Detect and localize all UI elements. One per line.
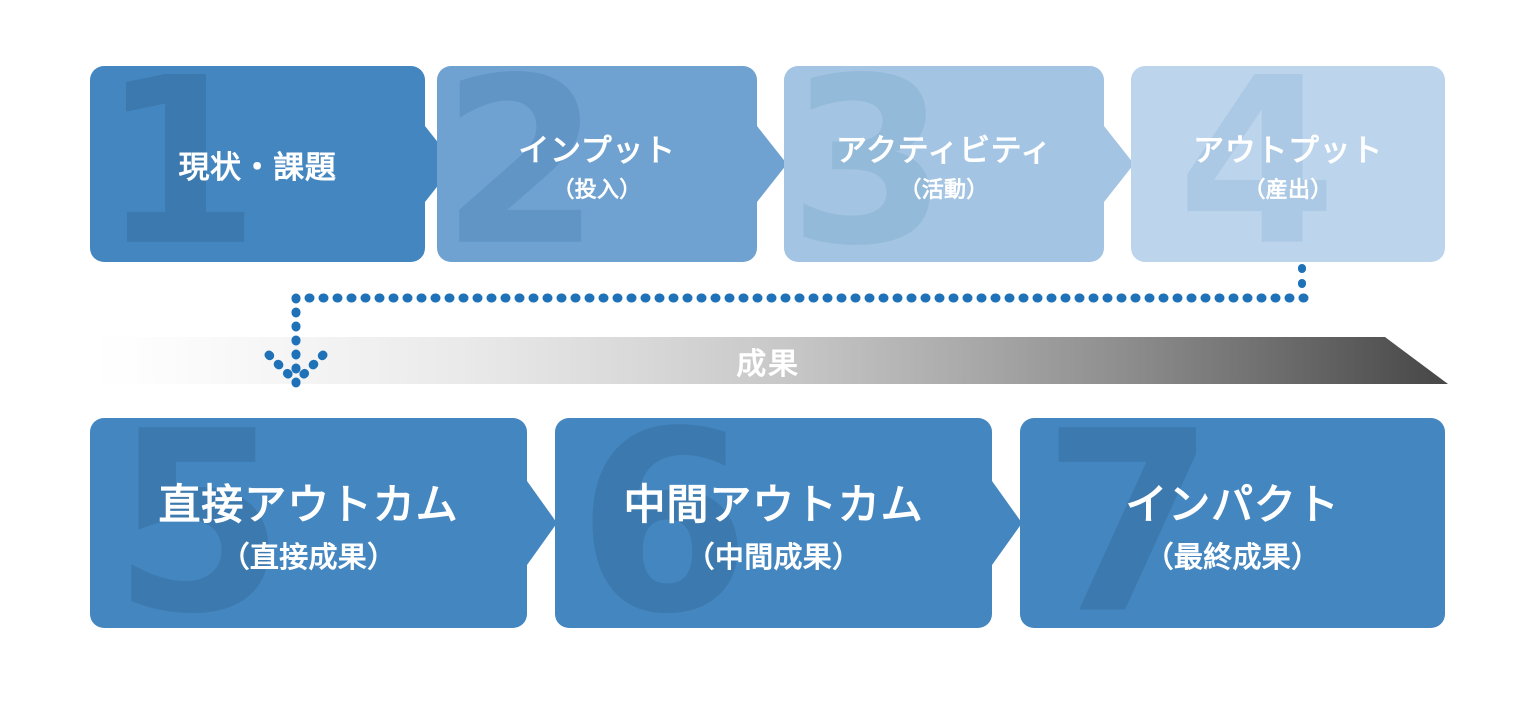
step-box-2-background <box>437 66 757 262</box>
step-box-3-title: アクティビティ <box>835 132 1053 169</box>
step-box-2-title: インプット <box>518 132 676 169</box>
step-box-2[interactable]: 2 インプット （投入） <box>437 48 787 278</box>
step-box-4-subtitle: （産出） <box>1243 177 1333 203</box>
step-box-7-title: インパクト <box>1125 479 1340 529</box>
step-box-5-arrow-tab <box>527 481 557 565</box>
step-box-4[interactable]: 4 アウトプット （産出） <box>1131 48 1445 278</box>
step-box-3[interactable]: 3 アクティビティ （活動） <box>784 48 1134 278</box>
step-box-4-background <box>1131 66 1445 262</box>
step-box-1-title: 現状・課題 <box>178 149 337 186</box>
step-box-5-background <box>90 418 527 628</box>
step-box-2-subtitle: （投入） <box>552 177 642 203</box>
step-box-6-title: 中間アウトカム <box>623 479 924 529</box>
step-box-6-background <box>555 418 992 628</box>
step-box-2-arrow-tab <box>757 126 787 202</box>
step-box-3-background <box>784 66 1104 262</box>
step-box-3-arrow-tab <box>1104 126 1134 202</box>
step-box-5[interactable]: 5 直接アウトカム （直接成果） <box>90 398 557 648</box>
step-box-6-subtitle: （中間成果） <box>685 539 862 574</box>
step-box-5-title: 直接アウトカム <box>158 479 459 529</box>
step-box-6[interactable]: 6 中間アウトカム （中間成果） <box>555 398 1022 648</box>
step-box-5-subtitle: （直接成果） <box>220 539 397 574</box>
step-box-1[interactable]: 1 現状・課題 <box>90 48 455 278</box>
outcome-gradient-band <box>92 337 1448 384</box>
step-box-1-background <box>90 66 425 262</box>
step-box-4-title: アウトプット <box>1193 132 1383 169</box>
step-box-7-subtitle: （最終成果） <box>1144 539 1321 574</box>
step-box-3-subtitle: （活動） <box>899 177 989 203</box>
step-box-7-background <box>1020 418 1445 628</box>
step-box-6-arrow-tab <box>992 481 1022 565</box>
step-box-7[interactable]: 7 インパクト （最終成果） <box>1020 398 1445 648</box>
